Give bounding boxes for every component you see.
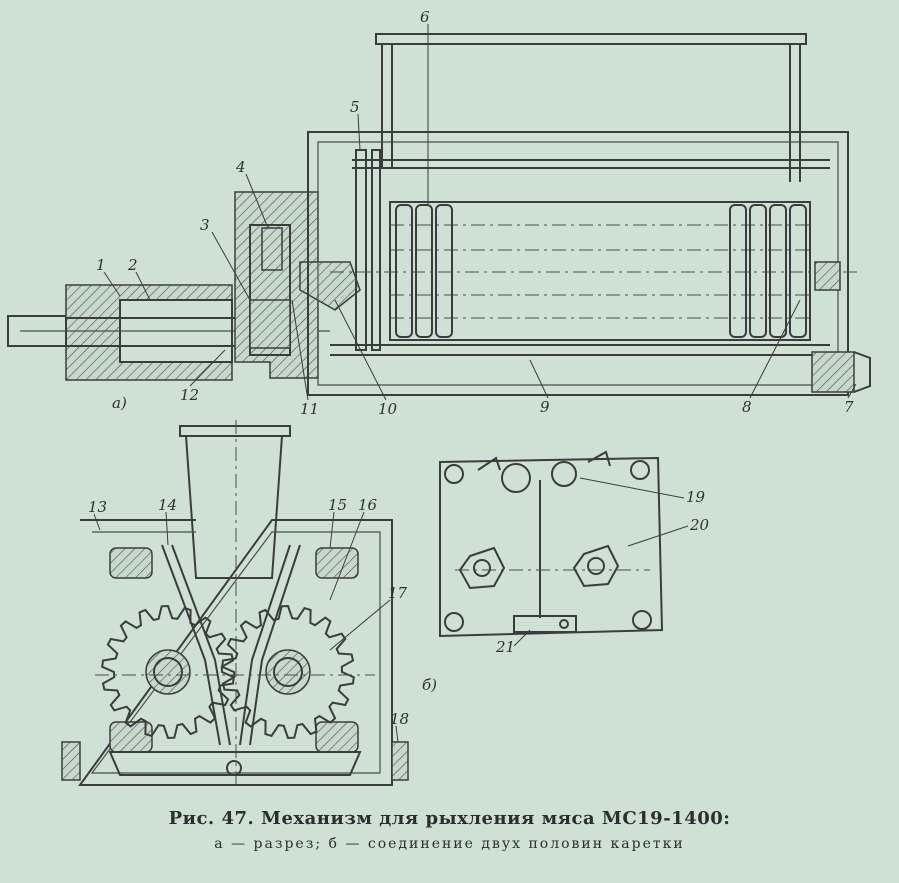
comb-plate-16 xyxy=(239,544,301,746)
part-number: 20 xyxy=(689,516,710,534)
plate-5b xyxy=(371,149,381,351)
part-number: 12 xyxy=(180,386,199,404)
labels-view-b: 19 20 21 б) xyxy=(422,488,710,694)
part-number: 14 xyxy=(158,496,177,514)
part-number: 16 xyxy=(358,496,378,514)
nut-right-hole xyxy=(587,557,605,575)
block-bottom-right xyxy=(315,721,359,753)
corner-screw-tl xyxy=(444,464,464,484)
figure-caption-subtitle: а — разрез; б — соединение двух половин … xyxy=(214,836,685,852)
corner-screw-br xyxy=(632,610,652,630)
base-tray xyxy=(108,751,362,776)
casing-inner xyxy=(90,531,381,774)
view-label-b: б) xyxy=(422,676,437,694)
labels-view-a: 1 2 3 4 5 6 7 8 9 10 11 12 а) xyxy=(96,8,854,418)
side-bolt-18 xyxy=(391,741,409,781)
end-block xyxy=(811,351,855,393)
corner-screw-tr xyxy=(630,460,650,480)
disc-knives-right xyxy=(729,204,807,338)
top-hole-right xyxy=(551,461,577,487)
bolt-7 xyxy=(853,351,871,393)
nut-left-hole xyxy=(473,559,491,577)
part-number: 18 xyxy=(390,710,409,728)
chute-top xyxy=(179,425,291,437)
nut-left xyxy=(458,546,506,590)
clamp-21 xyxy=(513,615,577,633)
gear-hub xyxy=(265,649,311,695)
nut-right xyxy=(572,544,620,588)
gear-outline xyxy=(101,604,235,740)
gear-bore xyxy=(273,657,303,687)
part-number: 5 xyxy=(350,98,360,116)
side-bolt-left xyxy=(61,741,81,781)
corner-screw-bl xyxy=(444,612,464,632)
hopper-lid xyxy=(375,33,807,45)
part-number: 7 xyxy=(844,398,854,416)
view-a-section: 1 2 3 4 5 6 7 8 9 10 11 12 а) xyxy=(7,8,871,418)
leaders-cross-section xyxy=(93,511,399,743)
leaders-view-b xyxy=(513,477,689,647)
part-number: 8 xyxy=(742,398,752,416)
part-number: 3 xyxy=(200,216,210,234)
leaders-view-a xyxy=(103,24,857,401)
figure-caption-title: Рис. 47. Механизм для рыхления мяса МС19… xyxy=(168,808,731,829)
part-number: 9 xyxy=(540,398,550,416)
gear-4 xyxy=(261,227,283,271)
clamp-screw xyxy=(559,619,569,629)
main-body xyxy=(307,131,849,396)
drum-lines xyxy=(330,224,860,319)
top-hole-left xyxy=(501,463,531,493)
base-screw xyxy=(226,760,242,776)
view-a-cross-section: 13 14 15 16 17 18 xyxy=(61,420,409,790)
base-plate-9 xyxy=(330,344,830,356)
block-15 xyxy=(315,547,359,579)
part-number: 1 xyxy=(96,256,106,274)
part-number: 15 xyxy=(328,496,347,514)
gear-left xyxy=(101,604,235,740)
plate-5 xyxy=(355,149,367,351)
gear-hub xyxy=(145,649,191,695)
gear-cavity xyxy=(249,224,291,356)
hopper-walls xyxy=(381,44,801,182)
gear-bore xyxy=(153,657,183,687)
coupling-10 xyxy=(299,261,361,311)
part-number: 21 xyxy=(495,638,515,656)
disc-knives-left xyxy=(395,204,453,338)
springs xyxy=(477,450,611,471)
part-number: 4 xyxy=(235,158,246,176)
part-number: 13 xyxy=(88,498,107,516)
part-number: 19 xyxy=(686,488,706,506)
carriage-plate-20 xyxy=(439,456,664,638)
part-number: 2 xyxy=(127,256,138,274)
labels-cross-section: 13 14 15 16 17 18 xyxy=(88,496,409,728)
roller-drum xyxy=(389,201,811,341)
gear-3 xyxy=(249,299,291,349)
part-number: 11 xyxy=(300,400,319,418)
casing-13 xyxy=(78,519,393,786)
gear-17 xyxy=(221,604,355,740)
block-top-left xyxy=(109,547,153,579)
part-number: 10 xyxy=(378,400,398,418)
part-number: 17 xyxy=(388,584,408,602)
gear-outline xyxy=(221,604,355,740)
chute xyxy=(185,435,283,579)
part-number: 6 xyxy=(420,8,430,26)
right-bearing xyxy=(814,261,841,291)
view-label-a: а) xyxy=(112,394,127,412)
view-b-carriage: 19 20 21 б) xyxy=(422,450,710,694)
